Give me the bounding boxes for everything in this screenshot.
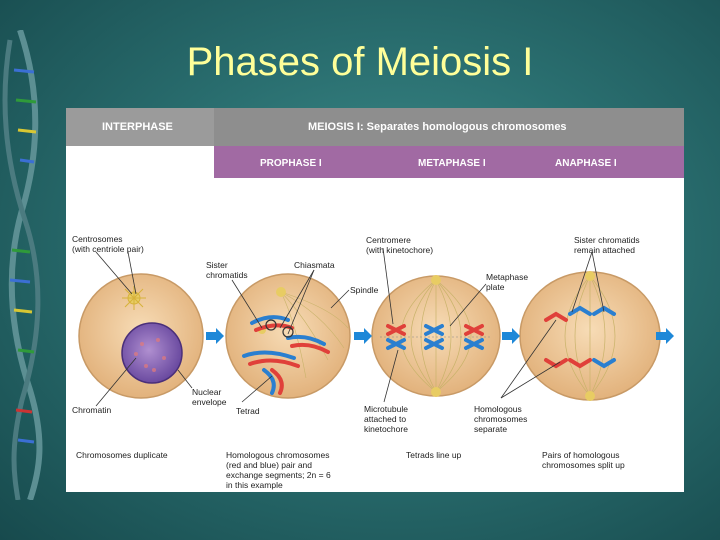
phase-header-band bbox=[214, 146, 684, 178]
arrow-icon bbox=[206, 328, 224, 344]
dna-helix-icon bbox=[2, 30, 43, 500]
anaphase-cell bbox=[519, 271, 661, 401]
anaphase-caption: Pairs of homologous chromosomes split up bbox=[542, 450, 625, 470]
leader-lines bbox=[95, 247, 605, 407]
meiosis-header bbox=[214, 108, 684, 146]
metaphase-caption: Tetrads line up bbox=[406, 450, 462, 460]
anaphase-heading: ANAPHASE I bbox=[555, 158, 617, 169]
arrow-icon bbox=[656, 328, 674, 344]
metaphase-heading: METAPHASE I bbox=[418, 158, 486, 169]
phase-arrows bbox=[206, 328, 674, 344]
centrosomes-label: Centrosomes (with centriole pair) bbox=[72, 234, 144, 254]
prophase-heading: PROPHASE I bbox=[260, 158, 322, 169]
centromere-label: Centromere (with kinetochore) bbox=[366, 235, 434, 255]
meiosis-diagram bbox=[78, 247, 674, 407]
interphase-header bbox=[66, 108, 214, 146]
prophase-caption: Homologous chromosomes (red and blue) pa… bbox=[226, 450, 331, 490]
homologous-separate-label: Homologous chromosomes separate bbox=[474, 404, 528, 434]
chromatin-label: Chromatin bbox=[72, 405, 112, 415]
sister-chromatids-attached-label: Sister chromatids remain attached bbox=[574, 235, 640, 255]
interphase-caption: Chromosomes duplicate bbox=[76, 450, 168, 460]
metaphase-cell bbox=[371, 275, 501, 397]
chiasmata-label: Chiasmata bbox=[294, 260, 335, 270]
interphase-cell bbox=[78, 273, 204, 399]
meiosis-heading: MEIOSIS I: Separates homologous chromoso… bbox=[308, 121, 567, 133]
meiosis-figure: INTERPHASE MEIOSIS I: Separates homologo… bbox=[66, 108, 684, 492]
slide-title: Phases of Meiosis I bbox=[186, 40, 534, 84]
nuclear-envelope-label: Nuclear envelope bbox=[192, 387, 227, 407]
arrow-icon bbox=[354, 328, 372, 344]
spindle-label: Spindle bbox=[350, 285, 379, 295]
centrosome-icon bbox=[122, 286, 146, 310]
microtubule-label: Microtubule attached to kinetochore bbox=[364, 404, 408, 434]
metaphase-plate-label: Metaphase plate bbox=[486, 272, 529, 292]
interphase-heading: INTERPHASE bbox=[102, 121, 173, 133]
sister-chromatids-label: Sister chromatids bbox=[206, 260, 248, 280]
arrow-icon bbox=[502, 328, 520, 344]
tetrad-label: Tetrad bbox=[236, 406, 260, 416]
prophase-cell bbox=[225, 273, 351, 399]
